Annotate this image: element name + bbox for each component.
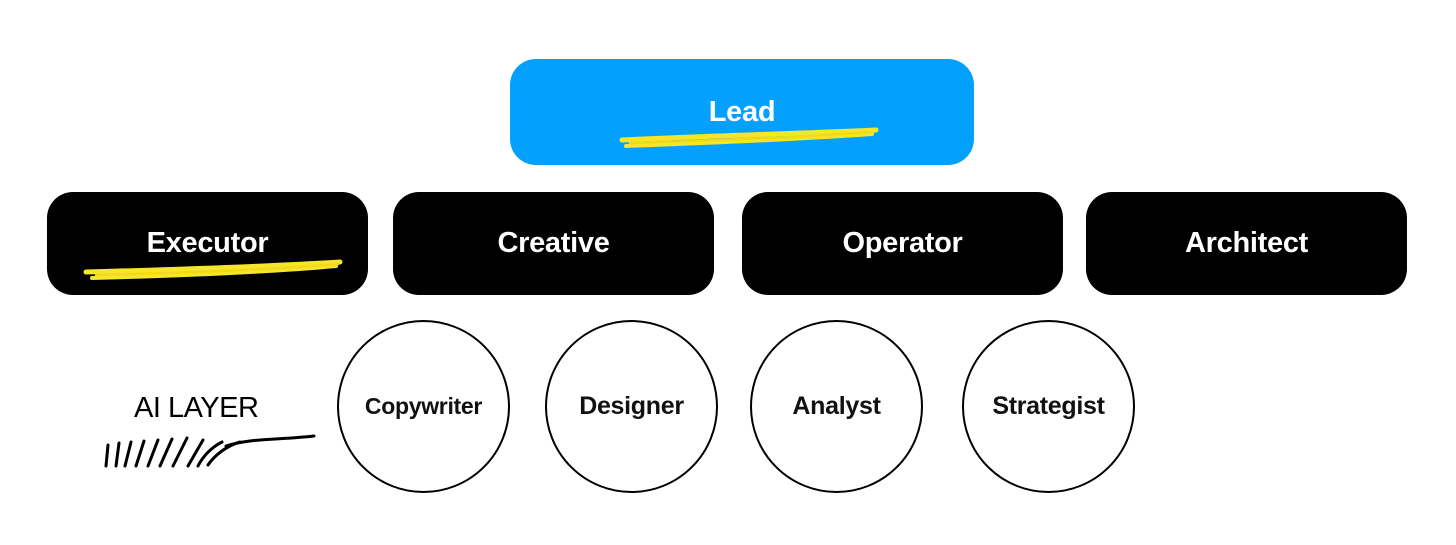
ai-layer-label: AI LAYER <box>134 392 259 424</box>
role-label-creative: Creative <box>497 227 610 259</box>
agent-label-strategist: Strategist <box>992 392 1105 420</box>
agent-circle-strategist: Strategist <box>962 320 1135 493</box>
agent-label-analyst: Analyst <box>792 392 881 420</box>
role-box-creative: Creative <box>393 192 714 295</box>
agent-label-designer: Designer <box>579 392 684 420</box>
role-label-executor: Executor <box>146 227 269 259</box>
role-box-architect: Architect <box>1086 192 1407 295</box>
lead-box: Lead <box>510 59 974 165</box>
lead-label: Lead <box>708 95 776 128</box>
role-label-operator: Operator <box>842 227 963 259</box>
agent-circle-designer: Designer <box>545 320 718 493</box>
agent-circle-analyst: Analyst <box>750 320 923 493</box>
lead-highlight-stroke <box>619 127 879 148</box>
executor-highlight-stroke <box>83 259 343 280</box>
ai-layer-scribble-icon <box>104 434 316 468</box>
role-box-operator: Operator <box>742 192 1063 295</box>
role-label-architect: Architect <box>1185 227 1308 259</box>
agent-circle-copywriter: Copywriter <box>337 320 510 493</box>
agent-label-copywriter: Copywriter <box>364 393 483 419</box>
